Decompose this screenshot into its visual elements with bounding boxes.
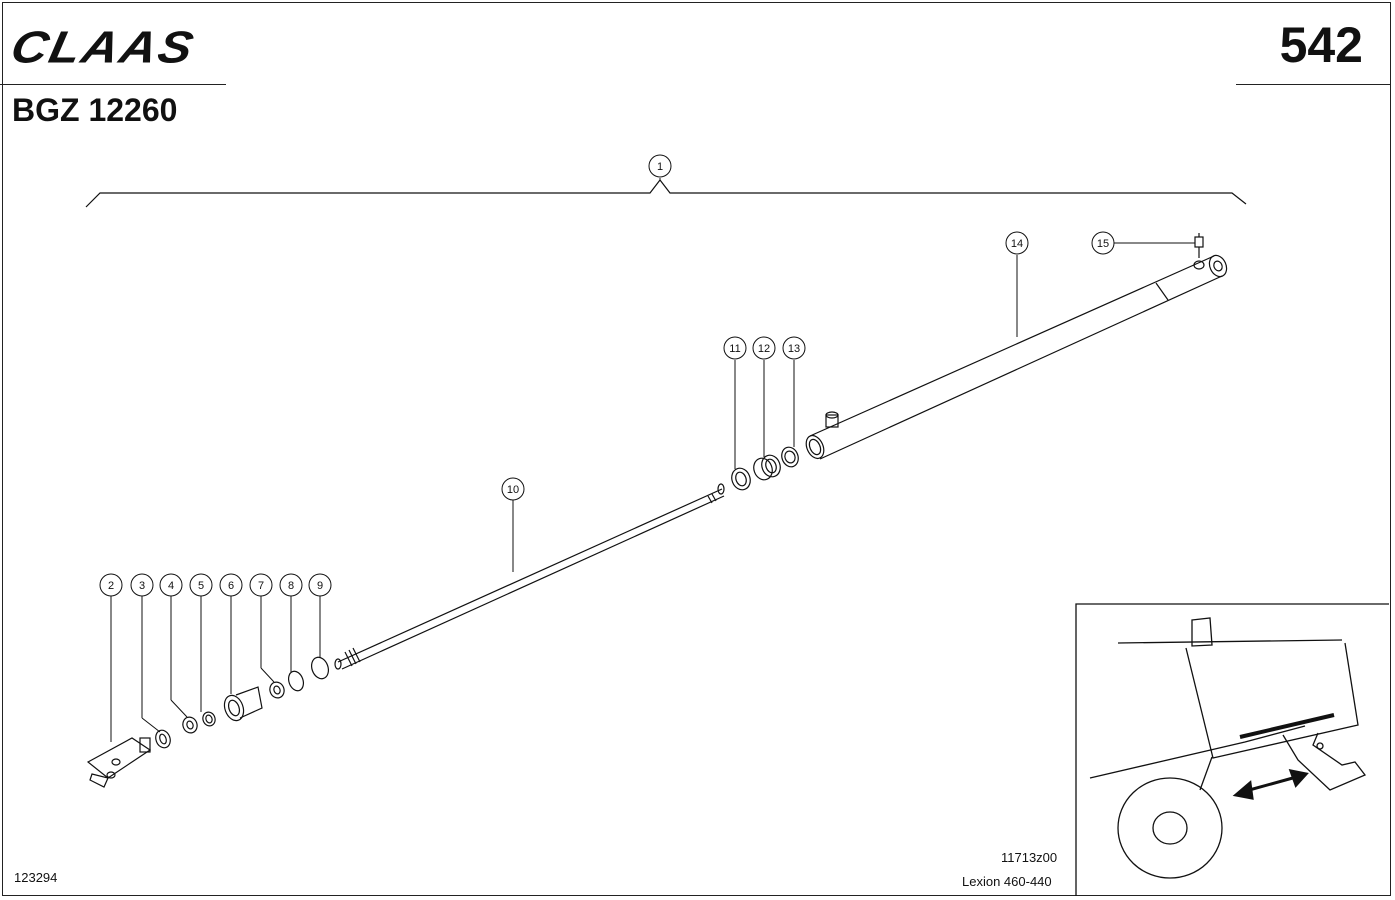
callout-13: 13 <box>782 336 806 360</box>
piston-rod <box>334 483 725 670</box>
callout-5: 5 <box>189 573 213 597</box>
piston-nut <box>182 716 198 734</box>
callout-15: 15 <box>1091 231 1115 255</box>
logo-divider <box>0 84 226 85</box>
callout-9: 9 <box>308 573 332 597</box>
leader-lines <box>110 178 1195 742</box>
drawing-reference: 11713z00 <box>1001 850 1058 865</box>
callout-6: 6 <box>219 573 243 597</box>
callout-2: 2 <box>99 573 123 597</box>
callout-12-label: 12 <box>758 343 770 355</box>
callout-6-label: 6 <box>228 580 234 592</box>
callout-12: 12 <box>752 336 776 360</box>
guide-bushing <box>753 454 781 481</box>
callout-3-label: 3 <box>139 580 145 592</box>
piston-seal <box>269 681 285 699</box>
callout-7-label: 7 <box>258 580 264 592</box>
piston <box>223 686 263 722</box>
document-id: 123294 <box>14 870 58 885</box>
callout-7: 7 <box>249 573 273 597</box>
callout-3: 3 <box>130 573 154 597</box>
callout-10-label: 10 <box>507 484 519 496</box>
callout-4-label: 4 <box>168 580 174 592</box>
callout-5-label: 5 <box>198 580 204 592</box>
callout-1: 1 <box>648 154 672 178</box>
clevis-end <box>86 737 152 788</box>
callout-11-label: 11 <box>729 343 740 355</box>
o-ring-large <box>310 656 330 680</box>
callout-2-label: 2 <box>108 580 114 592</box>
callout-14-label: 14 <box>1011 238 1023 250</box>
callout-8-label: 8 <box>288 580 294 592</box>
o-ring-small <box>287 670 305 692</box>
page-number: 542 <box>1279 17 1363 73</box>
double-arrow-icon <box>1232 769 1309 800</box>
page-number-divider <box>1236 84 1391 85</box>
callout-9-label: 9 <box>317 580 323 592</box>
callout-4: 4 <box>159 573 183 597</box>
grease-nipple <box>1194 233 1204 258</box>
cylinder-tube <box>805 254 1228 460</box>
callout-13-label: 13 <box>788 343 800 355</box>
callout-1-label: 1 <box>657 161 663 173</box>
location-inset <box>1075 603 1389 896</box>
callout-15-label: 15 <box>1097 238 1109 250</box>
callout-8: 8 <box>279 573 303 597</box>
rod-seal <box>731 467 751 491</box>
callout-14: 14 <box>1005 231 1029 255</box>
group-code: BGZ 12260 <box>12 92 178 128</box>
washer <box>202 711 216 727</box>
callout-11: 11 <box>723 336 747 360</box>
lock-nut <box>155 729 171 749</box>
machine-model: Lexion 460-440 <box>962 874 1052 889</box>
callout-10: 10 <box>501 477 525 501</box>
wiper-seal <box>781 446 799 468</box>
assembly-bracket <box>85 179 1247 208</box>
callouts: 1 2 3 4 5 6 7 8 9 10 11 12 13 14 15 <box>99 154 1115 597</box>
